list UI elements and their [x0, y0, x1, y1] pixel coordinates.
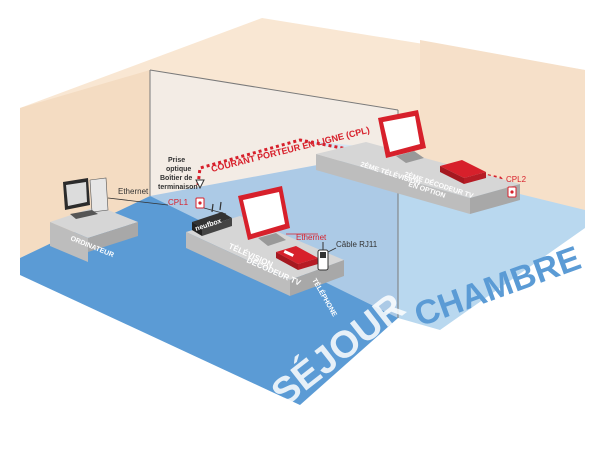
router-icon: [192, 201, 232, 236]
prise-optique-label-2: optique: [166, 166, 191, 173]
chambre-desk-top: [316, 142, 520, 198]
power-outlet-icon: [507, 186, 517, 198]
chambre-floor: [300, 140, 585, 330]
tv-decoder-icon: [440, 160, 486, 184]
chambre-desk-front: [316, 154, 470, 214]
ethernet-tv-label: Ethernet: [296, 233, 327, 242]
cpl1-label: CPL1: [168, 198, 189, 207]
television-icon: [378, 110, 426, 163]
left-wall: [20, 70, 150, 258]
computer-desk-top: [50, 206, 138, 238]
tv-desk-side: [290, 260, 344, 296]
power-outlet-icon: [195, 197, 205, 209]
cpl2-label: CPL2: [506, 175, 527, 184]
prise-optique-label-1: Prise: [168, 157, 185, 164]
boitier-label-2: terminaison: [158, 184, 198, 191]
tv-desk-front: [186, 232, 290, 296]
boitier-label-1: Boîtier de: [160, 175, 192, 182]
ethernet-pc-label: Ethernet: [118, 187, 149, 196]
fiber-socket-icon: [195, 179, 205, 190]
computer-icon: [63, 177, 109, 219]
computer-desk-front: [50, 222, 88, 262]
computer-desk-side: [88, 222, 138, 252]
tv-decoder-icon: [276, 246, 318, 270]
television-icon: [238, 186, 290, 246]
cable-rj11-label: Câble RJ11: [336, 240, 378, 249]
phone-icon: [317, 242, 329, 271]
